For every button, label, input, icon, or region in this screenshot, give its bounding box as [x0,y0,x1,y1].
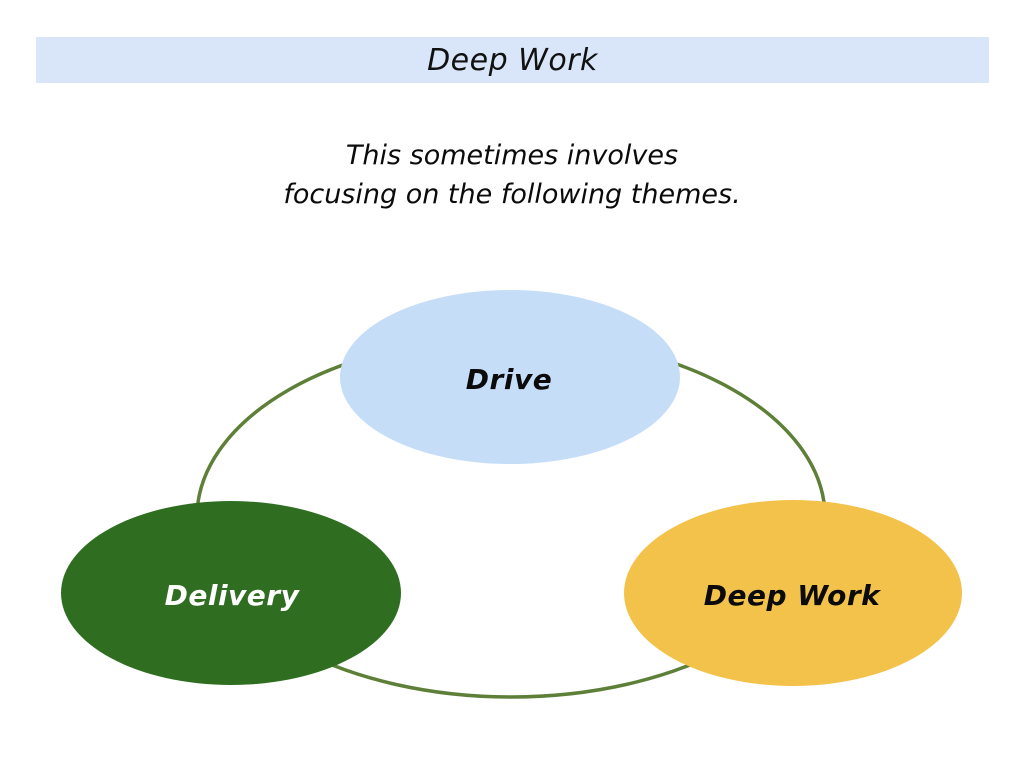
subtitle-line-1: This sometimes involves [345,140,679,171]
subtitle: This sometimes involves focusing on the … [0,136,1024,214]
node-drive-label: Drive [466,363,552,396]
title-banner: Deep Work [36,37,989,83]
page-title: Deep Work [427,42,598,78]
node-delivery-label: Delivery [165,579,301,612]
subtitle-line-2: focusing on the following themes. [283,179,741,210]
node-deep-work-ellipse [624,500,962,686]
node-delivery-ellipse [61,501,401,685]
node-drive-ellipse [340,290,680,464]
node-deep-work-label: Deep Work [704,579,882,612]
